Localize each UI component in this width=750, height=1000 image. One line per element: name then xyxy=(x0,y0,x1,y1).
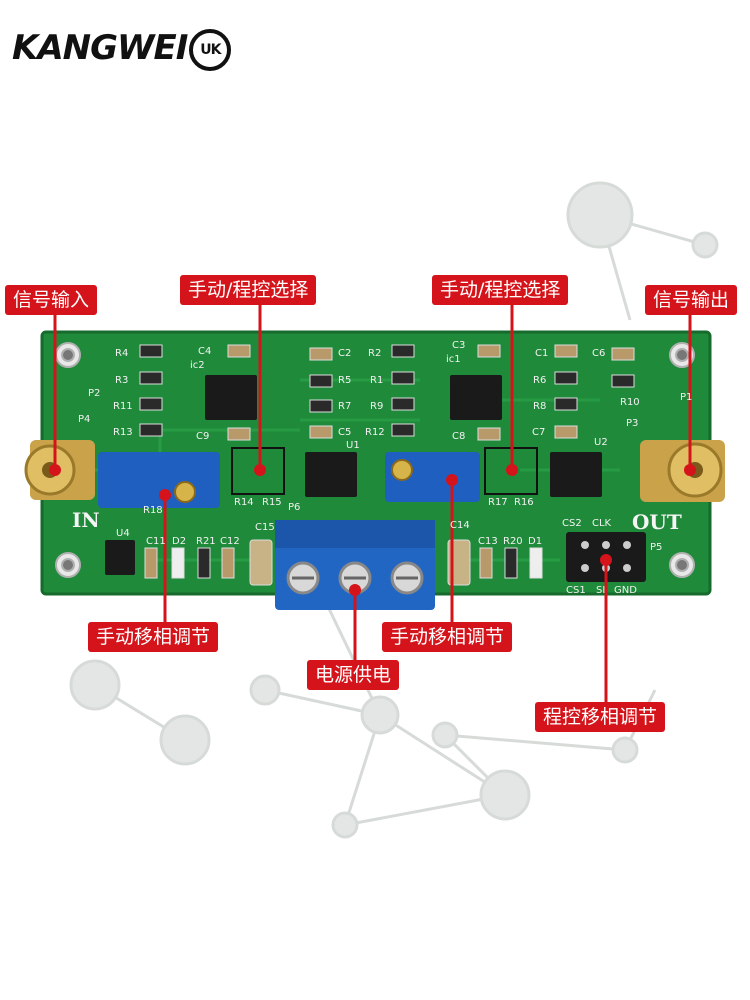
designator-clk: CLK xyxy=(592,518,612,529)
designator-r11: R11 xyxy=(113,401,133,412)
callout-manual-phase-right: 手动移相调节 xyxy=(382,622,513,652)
designator-p4: P4 xyxy=(78,414,91,425)
designator-p1: P1 xyxy=(680,392,693,403)
designator-r10: R10 xyxy=(620,397,640,408)
designator-c6: C6 xyxy=(592,348,606,359)
ic-chips xyxy=(105,375,602,575)
trimmer-potentiometer-left xyxy=(98,452,220,508)
sma-input-connector xyxy=(24,440,95,500)
designator-r2: R2 xyxy=(368,348,382,359)
designator-cs1: CS1 xyxy=(566,585,586,596)
designator-r16: R16 xyxy=(514,497,534,508)
designator-u4: U4 xyxy=(116,528,130,539)
brand-mark-icon: UK xyxy=(189,28,232,71)
designator-r6: R6 xyxy=(533,375,547,386)
designator-r20: R20 xyxy=(503,536,523,547)
designator-r9: R9 xyxy=(370,401,384,412)
designator-r1: R1 xyxy=(370,375,384,386)
designator-c3: C3 xyxy=(452,340,466,351)
designator-c1: C1 xyxy=(535,348,549,359)
designator-r4: R4 xyxy=(115,348,129,359)
board-out-label: OUT xyxy=(632,510,682,534)
board-in-label: IN xyxy=(72,508,100,532)
designator-ic1: ic1 xyxy=(446,354,461,365)
designator-c8: C8 xyxy=(452,431,466,442)
designator-d2: D2 xyxy=(172,536,187,547)
background-network-graphic xyxy=(69,181,719,839)
designator-r3: R3 xyxy=(115,375,129,386)
callout-leader-lines xyxy=(53,298,692,705)
designator-r18: R18 xyxy=(143,505,163,516)
callout-mode-select-left: 手动/程控选择 xyxy=(180,275,317,305)
designator-r8: R8 xyxy=(533,401,547,412)
designator-r5: R5 xyxy=(338,375,352,386)
callout-mode-select-right: 手动/程控选择 xyxy=(432,275,569,305)
designator-cs2: CS2 xyxy=(562,518,582,529)
designator-c13: C13 xyxy=(478,536,498,547)
callout-signal-output: 信号输出 xyxy=(645,285,738,315)
designator-c12: C12 xyxy=(220,536,240,547)
designator-u1: U1 xyxy=(346,440,360,451)
designator-gnd: GND xyxy=(614,585,637,596)
designator-r14: R14 xyxy=(234,497,254,508)
trimmer-potentiometer-right xyxy=(385,452,480,502)
designator-ic2: ic2 xyxy=(190,360,205,371)
callout-power-supply: 电源供电 xyxy=(307,660,400,690)
designator-d1: D1 xyxy=(528,536,543,547)
designator-c9: C9 xyxy=(196,431,210,442)
callout-marker-dots xyxy=(49,464,696,596)
sma-output-connector xyxy=(640,440,725,502)
callout-manual-phase-left: 手动移相调节 xyxy=(88,622,219,652)
callout-signal-input: 信号输入 xyxy=(5,285,98,315)
mounting-holes xyxy=(55,342,695,578)
power-terminal-block xyxy=(275,520,435,610)
brand-name: KANGWEI xyxy=(12,28,188,68)
designator-c5: C5 xyxy=(338,427,352,438)
designator-r7: R7 xyxy=(338,401,352,412)
pcb-board xyxy=(24,330,725,610)
designator-r17: R17 xyxy=(488,497,508,508)
designator-r21: R21 xyxy=(196,536,216,547)
designator-r15: R15 xyxy=(262,497,282,508)
designator-c2: C2 xyxy=(338,348,352,359)
designator-p5: P5 xyxy=(650,542,663,553)
designator-r13: R13 xyxy=(113,427,133,438)
designator-si: SI xyxy=(596,585,606,596)
designator-p2: P2 xyxy=(88,388,101,399)
designator-c15: C15 xyxy=(255,522,275,533)
designator-p6: P6 xyxy=(288,502,301,513)
designator-u2: U2 xyxy=(594,437,608,448)
designator-c7: C7 xyxy=(532,427,546,438)
designator-r12: R12 xyxy=(365,427,385,438)
designator-c14: C14 xyxy=(450,520,470,531)
designator-c11: C11 xyxy=(146,536,166,547)
designator-p3: P3 xyxy=(626,418,639,429)
callout-program-phase: 程控移相调节 xyxy=(535,702,666,732)
designator-c4: C4 xyxy=(198,346,212,357)
